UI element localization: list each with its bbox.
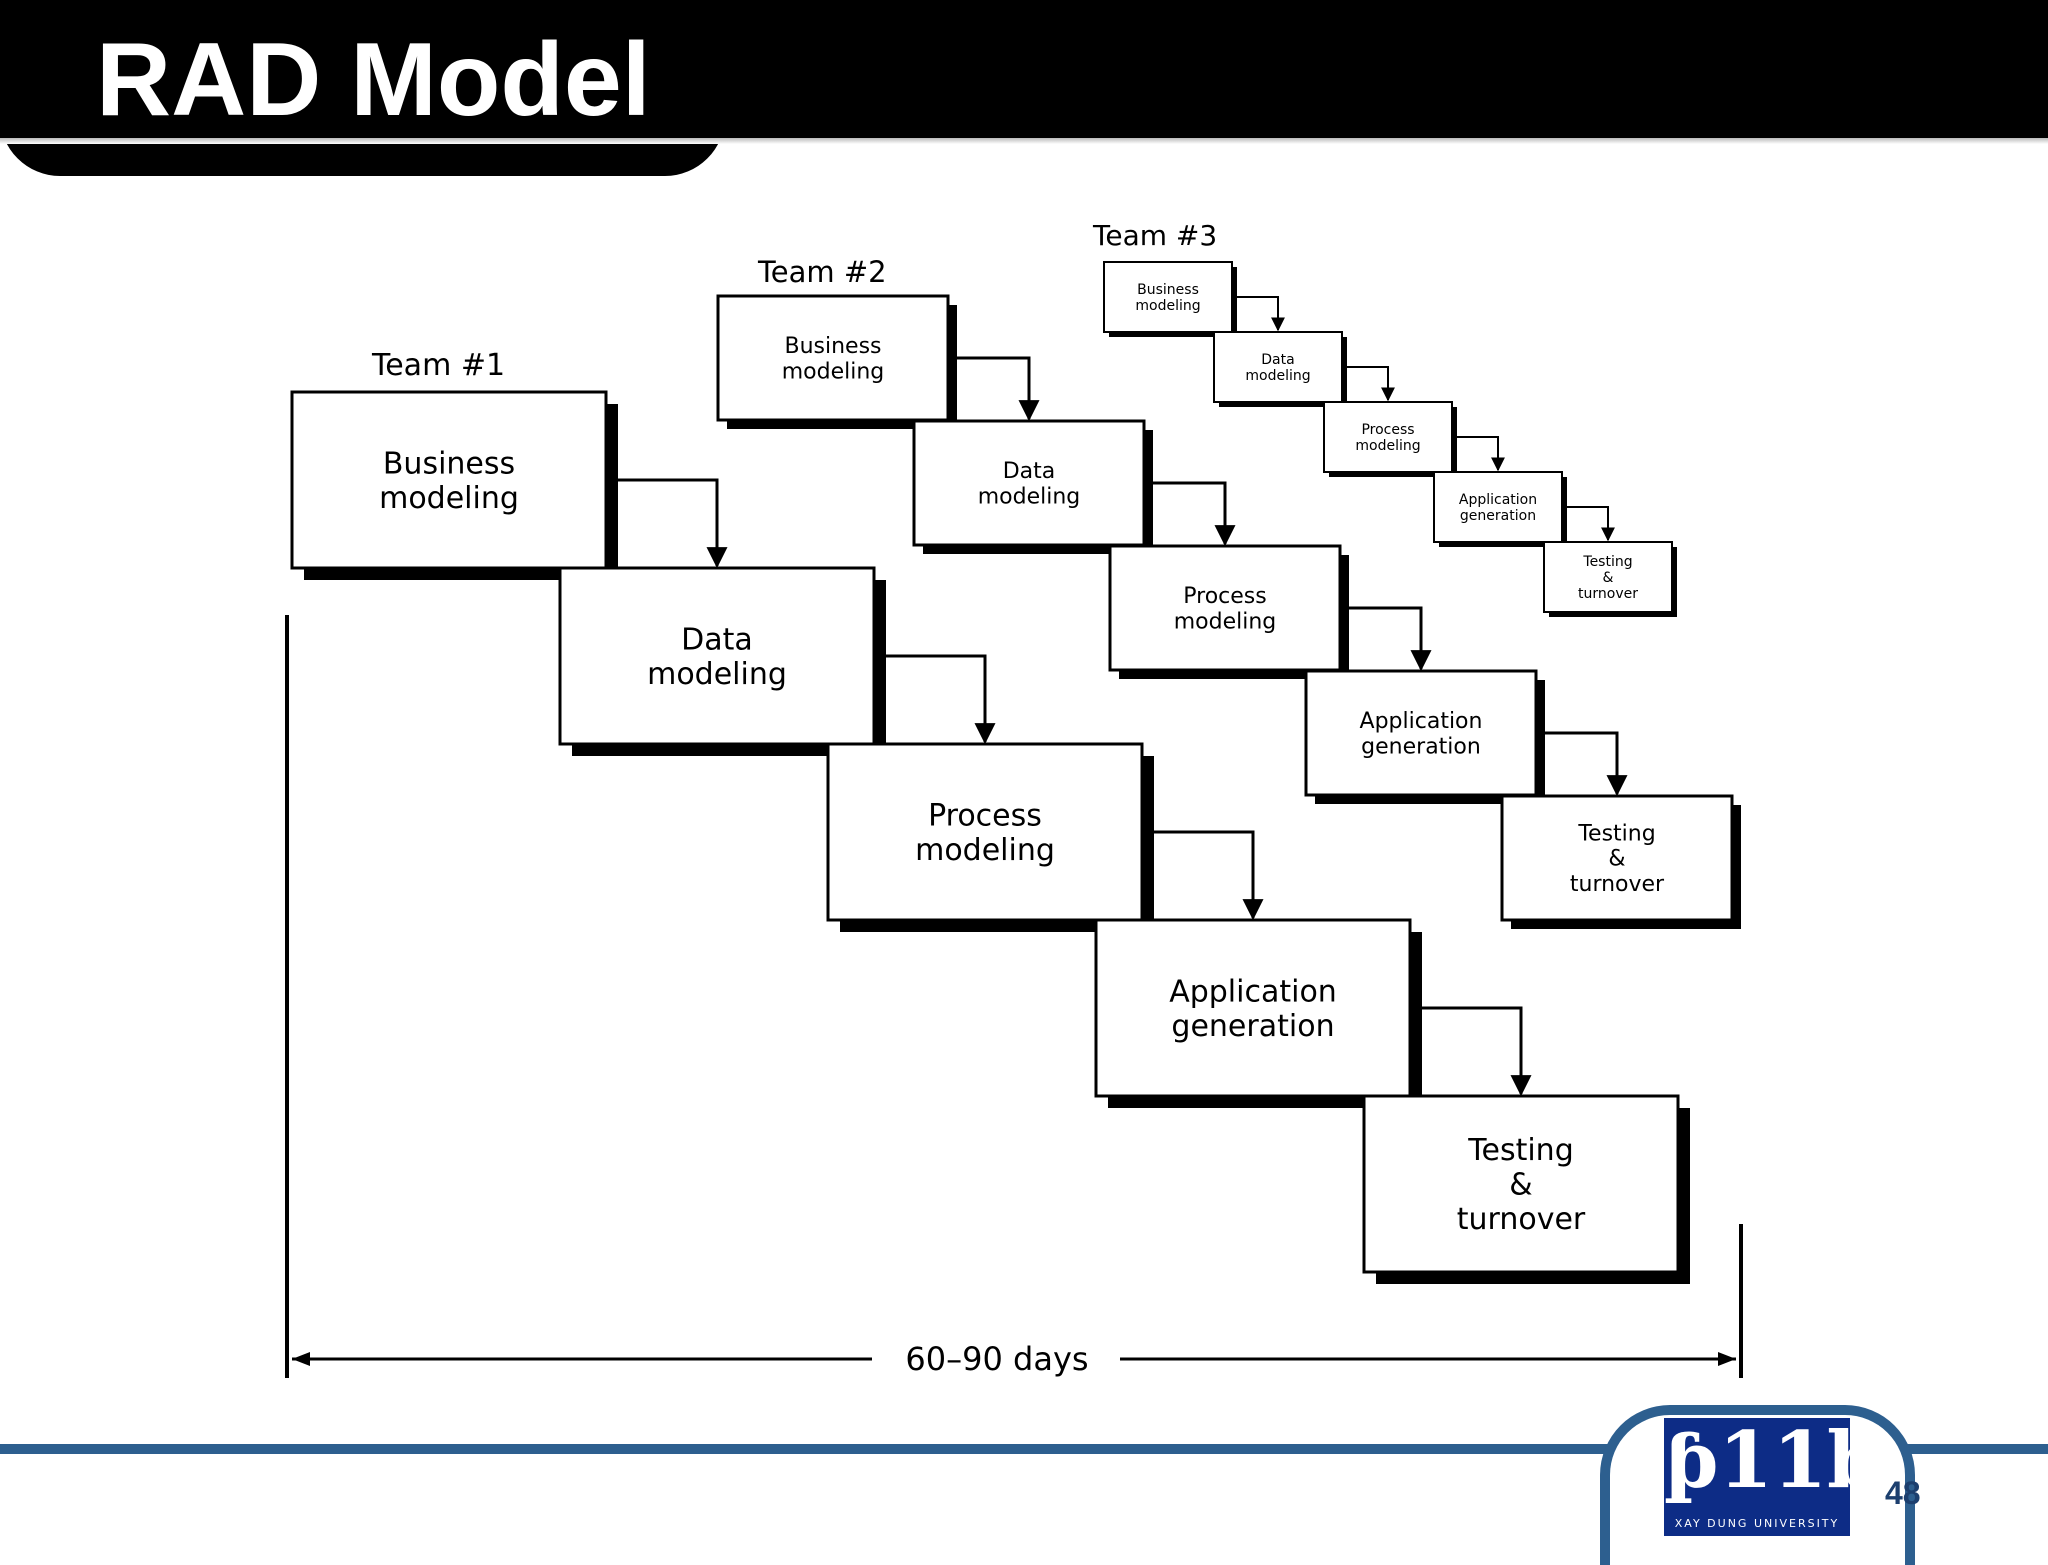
team-3-application-generation-text: generation [1460,508,1536,524]
team-3-testing-turnover-text: Testing [1582,554,1632,570]
team-1-arrow-testing-turnover [1422,1006,1532,1097]
team-2-application-generation-box [1304,669,1538,797]
team-3-arrow-testing-turnover [1567,506,1615,542]
team-3-process-modeling-box [1323,401,1453,473]
team-1-business-modeling-text: modeling [379,481,519,516]
team-2-testing-turnover-text: Testing [1577,821,1655,846]
team-3-data-modeling-text: Data [1261,352,1294,368]
footer-line [0,1444,2048,1454]
team-2-group: Team #2BusinessmodelingDatamodelingProce… [716,255,1741,929]
team-1-testing-turnover-text: turnover [1457,1202,1586,1237]
team-2-label: Team #2 [757,255,887,289]
team-3-arrow-process-modeling [1347,366,1395,402]
team-2-business-modeling-text: Business [784,334,881,359]
title-shadow [0,138,2048,144]
team-2-testing-turnover-box [1500,794,1734,922]
page-number: 48 [1885,1475,1921,1511]
team-3-application-generation-text: Application [1459,492,1537,508]
team-1-arrow-data-modeling [618,478,728,569]
team-3-group: Team #3BusinessmodelingDatamodelingProce… [1092,219,1677,617]
team-3-testing-turnover-text: turnover [1578,586,1638,602]
team-1-data-modeling-text: Data [681,622,753,657]
team-2-testing-turnover-text: & [1608,847,1625,872]
team-3-process-modeling-text: Process [1361,422,1414,438]
team-3-data-modeling-box [1213,331,1343,403]
team-2-data-modeling-box [912,419,1146,547]
team-1-business-modeling-text: Business [383,446,515,481]
team-1-business-modeling-box [290,390,608,570]
team-3-business-modeling-text: modeling [1135,298,1200,314]
logo-text: XAY DUNG UNIVERSITY [1674,1517,1840,1530]
team-1-data-modeling-box [558,566,876,746]
logo-emblem-icon: ƥ11b [1664,1415,1882,1506]
team-2-arrow-testing-turnover [1545,731,1628,797]
team-3-business-modeling-box [1103,261,1233,333]
team-2-data-modeling-text: Data [1003,459,1056,484]
team-2-arrow-data-modeling [957,356,1040,422]
team-1-application-generation-text: Application [1169,974,1337,1009]
team-2-process-modeling-text: modeling [1174,609,1277,634]
timeline-right-arrowhead [1718,1352,1736,1366]
team-2-process-modeling-box [1108,544,1342,672]
team-1-application-generation-text: generation [1171,1009,1334,1044]
team-3-testing-turnover-text: & [1603,570,1614,586]
timeline-left-arrowhead [292,1352,310,1366]
university-logo: ƥ11b XAY DUNG UNIVERSITY [1664,1415,1882,1536]
team-3-business-modeling-text: Business [1137,282,1199,298]
team-1-process-modeling-text: modeling [915,833,1055,868]
team-3-process-modeling-text: modeling [1355,438,1420,454]
team-2-application-generation-text: Application [1360,709,1483,734]
team-3-application-generation-box [1433,471,1563,543]
team-3-testing-turnover-box [1543,541,1673,613]
team-1-process-modeling-text: Process [928,798,1042,833]
team-1-testing-turnover-text: Testing [1467,1133,1573,1168]
team-3-arrow-data-modeling [1237,296,1285,332]
team-2-business-modeling-text: modeling [782,359,885,384]
team-3-label: Team #3 [1092,219,1217,252]
team-1-group: Team #1BusinessmodelingDatamodelingProce… [290,348,1690,1284]
team-1-application-generation-box [1094,918,1412,1098]
team-1-testing-turnover-text: & [1509,1168,1532,1203]
team-1-testing-turnover-box [1362,1094,1680,1274]
timeline: 60–90 days [285,615,1743,1378]
team-1-arrow-process-modeling [886,654,996,745]
team-2-business-modeling-box [716,294,950,422]
team-2-process-modeling-text: Process [1183,584,1266,609]
team-3-data-modeling-text: modeling [1245,368,1310,384]
team-1-arrow-application-generation [1154,830,1264,921]
team-2-arrow-process-modeling [1153,481,1236,547]
slide-title: RAD Model [96,22,651,138]
team-1-process-modeling-box [826,742,1144,922]
team-1-label: Team #1 [371,348,505,383]
team-2-testing-turnover-text: turnover [1570,872,1665,897]
team-2-application-generation-text: generation [1361,734,1481,759]
timeline-label: 60–90 days [905,1340,1088,1378]
team-2-arrow-application-generation [1349,606,1432,672]
team-1-data-modeling-text: modeling [647,657,787,692]
team-3-arrow-application-generation [1457,436,1505,472]
team-2-data-modeling-text: modeling [978,484,1081,509]
